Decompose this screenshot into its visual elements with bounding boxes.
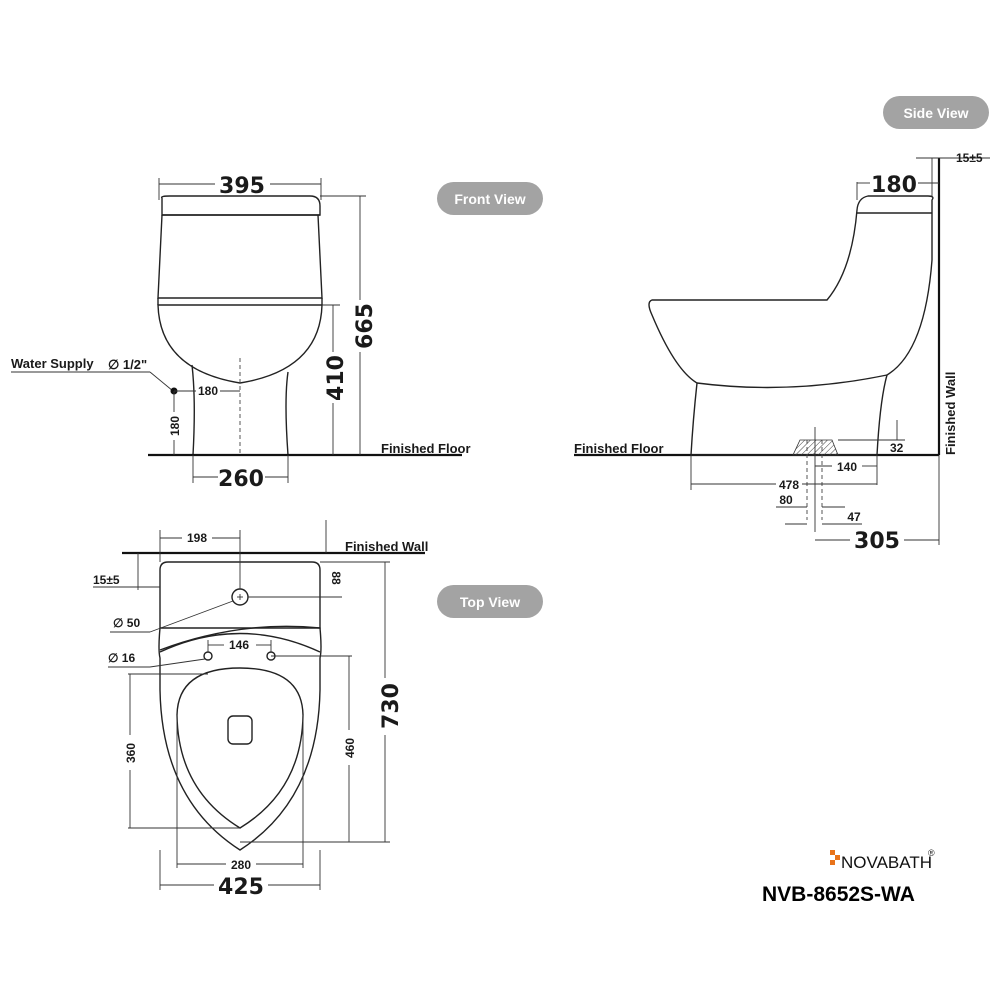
front-bowl xyxy=(157,304,323,384)
water-supply-size: ∅ 1/2" xyxy=(108,357,147,372)
dim-side-15: 15±5 xyxy=(956,151,983,165)
dim-front-665: 665 xyxy=(353,303,378,349)
dim-top-280: 280 xyxy=(231,858,251,872)
dim-side-140: 140 xyxy=(837,460,857,474)
dim-side-478: 478 xyxy=(779,478,799,492)
dim-top-hole-50: ∅ 50 xyxy=(113,616,140,630)
dim-front-supply-height-180: 180 xyxy=(168,416,182,436)
dim-side-47: 47 xyxy=(847,510,861,524)
front-tank xyxy=(160,195,321,216)
side-view-label: Side View xyxy=(903,105,968,121)
dim-side-32: 32 xyxy=(890,441,904,455)
front-view-label: Front View xyxy=(454,191,525,207)
top-view: Top View Finished Wall 198 15±5 88 xyxy=(93,520,543,900)
dim-side-180: 180 xyxy=(871,173,917,198)
dim-top-15: 15±5 xyxy=(93,573,120,587)
dim-front-260: 260 xyxy=(218,467,264,492)
top-finished-wall-label: Finished Wall xyxy=(345,539,428,554)
brand-name: NOVABATH xyxy=(841,853,932,872)
front-pedestal xyxy=(191,364,289,456)
front-view: Front View Finished Floor 395 665 410 xyxy=(11,174,543,492)
dim-front-395: 395 xyxy=(219,174,265,199)
top-seat xyxy=(176,667,304,829)
top-hole-16-left xyxy=(203,651,213,661)
dim-top-360: 360 xyxy=(124,743,138,763)
dim-top-425: 425 xyxy=(218,875,264,900)
top-view-label: Top View xyxy=(460,594,520,610)
dim-top-146: 146 xyxy=(229,638,249,652)
brand-block: NOVABATH ® NVB-8652S-WA xyxy=(762,848,935,906)
front-view-badge: Front View xyxy=(437,182,543,215)
side-toilet-body xyxy=(648,195,934,456)
brand-registered-mark: ® xyxy=(928,848,935,858)
dim-front-410: 410 xyxy=(324,355,349,401)
novabath-logo-icon xyxy=(830,850,840,865)
side-finished-wall-label: Finished Wall xyxy=(943,372,958,455)
side-finished-floor-label: Finished Floor xyxy=(574,441,664,456)
side-view: Side View Finished Wall Finished Floor 1… xyxy=(574,96,990,554)
side-flange xyxy=(792,439,839,456)
top-drain xyxy=(227,715,253,745)
dim-top-730: 730 xyxy=(379,683,404,729)
side-view-badge: Side View xyxy=(883,96,989,129)
water-supply-label: Water Supply xyxy=(11,356,94,371)
dim-top-198: 198 xyxy=(187,531,207,545)
top-view-badge: Top View xyxy=(437,585,543,618)
dim-side-80: 80 xyxy=(779,493,793,507)
model-number: NVB-8652S-WA xyxy=(762,883,915,906)
front-finished-floor-label: Finished Floor xyxy=(381,441,471,456)
dim-top-460: 460 xyxy=(343,738,357,758)
dim-top-hole-16: ∅ 16 xyxy=(108,651,135,665)
dim-top-88: 88 xyxy=(329,571,343,585)
dim-front-supply-180: 180 xyxy=(198,384,218,398)
top-bowl xyxy=(158,625,322,851)
dim-side-305: 305 xyxy=(854,529,900,554)
